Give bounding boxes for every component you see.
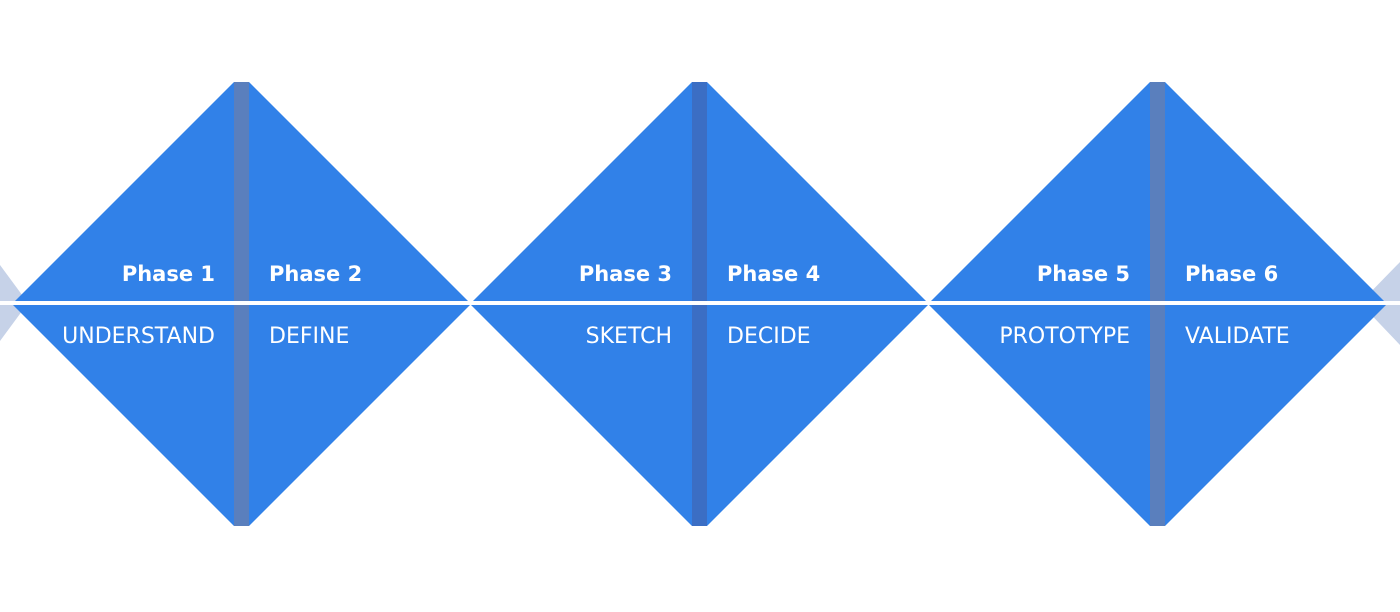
phase-4-step: DECIDE bbox=[727, 324, 811, 349]
phase-1-label: Phase 1 bbox=[121, 262, 215, 286]
phase-5-label: Phase 5 bbox=[1036, 262, 1130, 286]
phase-5-step: PROTOTYPE bbox=[999, 324, 1130, 349]
phase-2-step: DEFINE bbox=[269, 324, 350, 349]
phase-1-step: UNDERSTAND bbox=[62, 324, 215, 349]
phase-6-step: VALIDATE bbox=[1185, 324, 1290, 349]
phase-3-step: SKETCH bbox=[585, 324, 672, 349]
phase-2-label: Phase 2 bbox=[269, 262, 363, 286]
timeline-line bbox=[0, 301, 1400, 305]
phase-4-label: Phase 4 bbox=[727, 262, 821, 286]
phase-6-label: Phase 6 bbox=[1185, 262, 1279, 286]
phase-3-label: Phase 3 bbox=[578, 262, 672, 286]
